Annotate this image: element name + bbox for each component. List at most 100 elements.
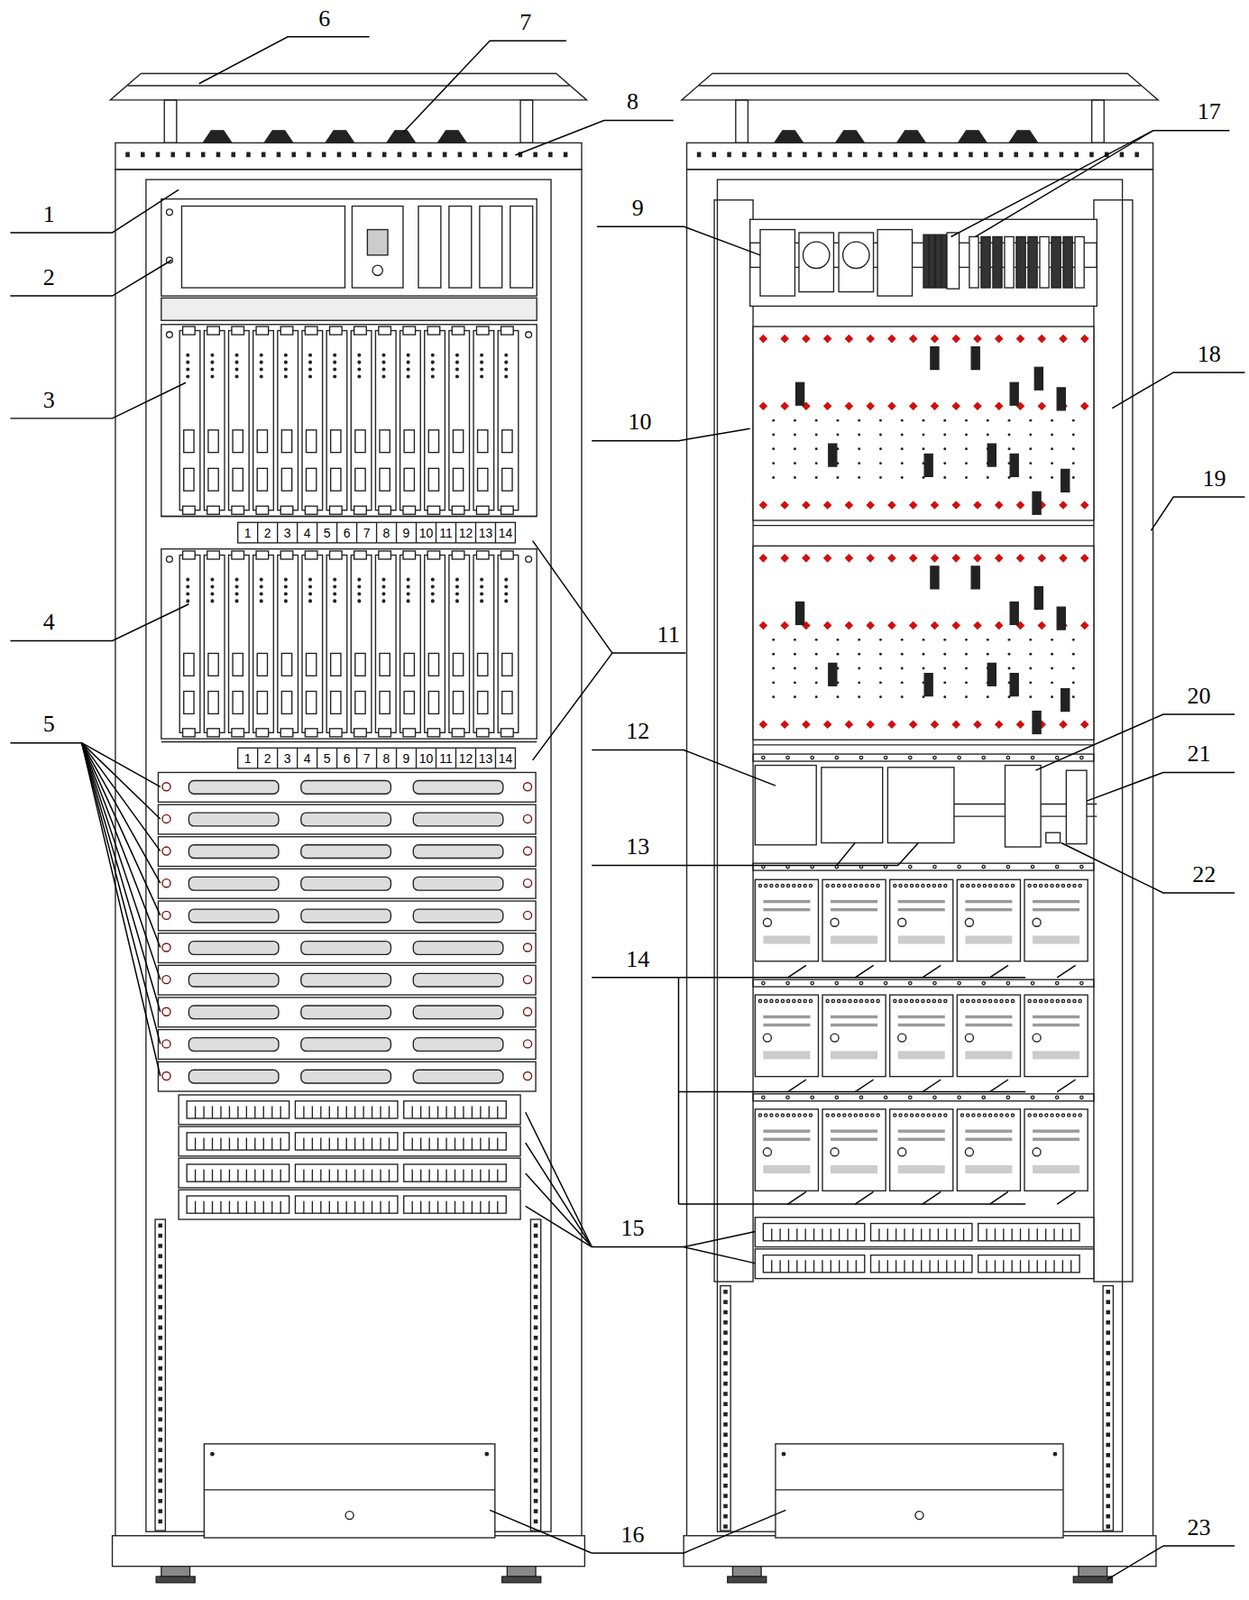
mount-hole xyxy=(982,1095,985,1099)
port xyxy=(445,1105,447,1119)
card-tab xyxy=(280,551,294,560)
screw-terminal xyxy=(831,883,835,887)
connector xyxy=(404,430,414,453)
screw-terminal xyxy=(1050,999,1054,1002)
leader-line xyxy=(990,964,1009,978)
pin xyxy=(771,461,775,465)
port-group xyxy=(871,1255,973,1273)
led xyxy=(406,353,410,357)
mount-hole xyxy=(786,981,790,984)
led xyxy=(259,353,263,357)
screw-terminal xyxy=(871,883,874,887)
box-screw xyxy=(485,1452,488,1456)
plate-hole xyxy=(787,152,792,158)
card-tab xyxy=(501,326,515,335)
card-tab xyxy=(304,326,318,335)
led xyxy=(309,367,313,371)
screw-terminal xyxy=(1061,999,1065,1002)
pin xyxy=(1008,432,1011,436)
print xyxy=(898,1137,946,1140)
pin xyxy=(771,638,775,642)
mount-hole xyxy=(883,1095,887,1099)
pin xyxy=(943,652,946,656)
rail-hole xyxy=(1106,1483,1112,1488)
pin xyxy=(964,476,968,479)
led xyxy=(211,599,214,603)
callout-number: 19 xyxy=(1203,467,1227,491)
print xyxy=(830,1050,878,1059)
screw-terminal xyxy=(1078,999,1082,1002)
card-tab xyxy=(378,326,392,335)
led xyxy=(211,353,214,357)
card xyxy=(449,330,470,511)
leader-line xyxy=(591,750,776,787)
led xyxy=(333,592,337,596)
port xyxy=(354,1105,356,1119)
terminal-dot xyxy=(1016,719,1026,729)
port xyxy=(346,1201,348,1214)
screw-terminal xyxy=(787,999,790,1002)
pin xyxy=(857,432,861,436)
screw-terminal xyxy=(989,883,992,887)
port xyxy=(371,1137,373,1150)
port xyxy=(280,1201,282,1214)
port xyxy=(1002,1259,1004,1273)
pin xyxy=(793,419,797,423)
patch-connector xyxy=(188,1005,279,1020)
terminal-dot xyxy=(844,553,855,563)
led xyxy=(505,367,508,371)
rail-hole xyxy=(1106,1504,1112,1509)
port xyxy=(903,1259,905,1273)
relay-module xyxy=(890,994,954,1077)
rail-hole xyxy=(723,1330,728,1335)
screw-terminal xyxy=(798,999,801,1002)
leader-line xyxy=(1163,1544,1235,1546)
leader-line xyxy=(678,976,1026,978)
card-tab xyxy=(451,551,465,560)
logo xyxy=(830,918,839,927)
connector xyxy=(379,468,390,491)
rail-hole xyxy=(157,1437,163,1442)
rail-hole xyxy=(533,1386,539,1392)
card-tab xyxy=(403,326,416,335)
rail-hole xyxy=(533,1458,539,1463)
screw-terminal xyxy=(1000,883,1003,887)
terminal-dot xyxy=(951,621,961,631)
box-screw xyxy=(211,1452,214,1456)
patch-connector xyxy=(301,812,392,827)
connector xyxy=(452,691,463,715)
box-screw xyxy=(1053,1452,1057,1456)
mount-hole xyxy=(933,1095,937,1099)
port xyxy=(388,1137,390,1150)
plate-hole xyxy=(306,152,312,158)
fan xyxy=(264,130,294,144)
led xyxy=(333,599,337,603)
led xyxy=(431,353,434,357)
rail-hole xyxy=(1106,1402,1112,1407)
pin xyxy=(835,638,839,642)
screw-terminal xyxy=(792,999,796,1002)
rail-hole xyxy=(533,1508,539,1514)
pin xyxy=(771,419,775,423)
pin xyxy=(879,695,882,698)
leader-line xyxy=(82,743,161,1076)
port xyxy=(412,1201,414,1214)
card-tab xyxy=(378,728,392,737)
leader-line xyxy=(990,1191,1009,1204)
terminal-dot xyxy=(780,719,790,729)
terminal-dot xyxy=(823,621,833,631)
panel-screw xyxy=(162,814,171,823)
leader-line xyxy=(532,541,613,653)
port xyxy=(445,1201,447,1214)
screw-terminal xyxy=(843,883,846,887)
port xyxy=(878,1259,880,1273)
screw-terminal xyxy=(831,999,835,1002)
connector xyxy=(281,430,292,453)
plate-hole xyxy=(276,152,282,158)
rail-hole xyxy=(157,1314,163,1320)
patch-connector xyxy=(413,941,504,956)
rail-hole xyxy=(723,1462,728,1468)
port-group xyxy=(294,1195,398,1213)
card xyxy=(350,330,372,511)
rail-hole xyxy=(157,1366,163,1371)
